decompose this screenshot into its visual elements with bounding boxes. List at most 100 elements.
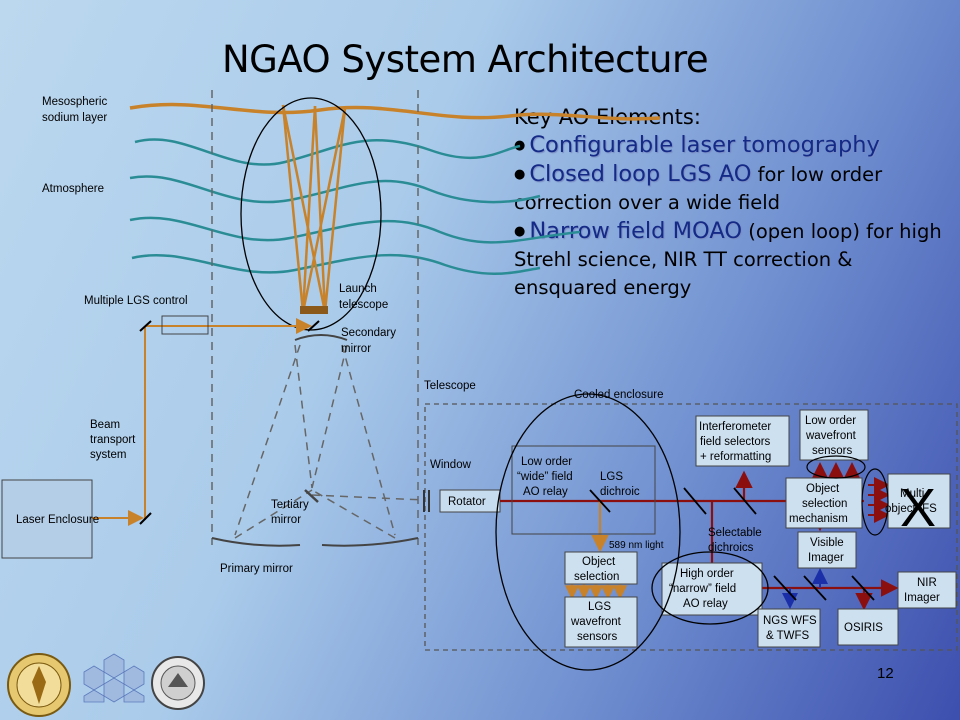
atmosphere-label: Atmosphere — [42, 183, 104, 195]
high-order-relay-label: AO relay — [683, 598, 728, 610]
interferometer-label: + reformatting — [700, 451, 771, 463]
atmosphere-wave — [129, 175, 541, 204]
selectable-dichroics-label: dichroics — [708, 542, 754, 554]
object-selection-mechanism-label: Object — [806, 483, 840, 495]
nir-imager-box — [897, 571, 957, 609]
cross-mark-icon: X — [900, 478, 936, 538]
visible-imager-box — [797, 531, 857, 569]
multi-ifs-label: object IFS — [885, 503, 937, 515]
multi-ifs-label: Multi- — [900, 488, 928, 500]
multi-ifs-box — [887, 473, 951, 529]
tertiary-mirror-label: Tertiary — [271, 499, 309, 511]
bullet-icon: ● — [514, 167, 526, 182]
low-order-wfs-label: wavefront — [805, 430, 857, 442]
atmosphere-wave — [131, 253, 541, 275]
nir-imager-label: NIR — [917, 577, 937, 589]
ngs-wfs-label: NGS WFS — [763, 615, 817, 627]
visible-imager-label: Imager — [808, 552, 844, 564]
interferometer-box — [695, 415, 790, 467]
secondary-mirror — [294, 334, 348, 341]
keck-hex-mirror-icon — [83, 653, 145, 703]
rotator-label: Rotator — [448, 496, 486, 508]
lgs-control-box — [161, 315, 209, 335]
bullet-item: ●Configurable laser tomography — [514, 131, 954, 160]
object-selection-label: selection — [574, 571, 619, 583]
selectable-dichroics-label: Selectable — [708, 527, 762, 539]
low-order-wfs-label: sensors — [812, 445, 853, 457]
object-selection-mechanism-box — [785, 477, 863, 529]
lgs-dichroic-label: LGS — [600, 471, 623, 483]
caltech-seal-icon — [7, 653, 71, 717]
ifs-input-highlight — [861, 468, 889, 536]
nm-light-label: 589 nm light — [609, 540, 664, 551]
slide-number: 12 — [877, 665, 894, 682]
object-selection-mechanism-label: selection — [802, 498, 847, 510]
launch-telescope-label: Launch — [339, 283, 377, 295]
telescope-label: Telescope — [424, 380, 476, 392]
visible-imager-label: Visible — [810, 537, 844, 549]
bullet-highlight: Closed loop LGS AO — [529, 161, 752, 187]
secondary-mirror-label: mirror — [341, 343, 371, 355]
window-label: Window — [430, 459, 472, 471]
launch-telescope — [300, 306, 328, 314]
low-order-relay-box — [511, 445, 656, 535]
lgs-arrows — [564, 584, 628, 600]
cooled-enclosure — [424, 403, 958, 651]
low-order-relay-label: “wide” field — [517, 471, 573, 483]
bullet-item: ●Narrow field MOAO (open loop) for high … — [514, 217, 954, 302]
low-order-wfs-highlight — [806, 455, 866, 479]
bullet-highlight: Configurable laser tomography — [529, 132, 880, 158]
low-order-wfs-label: Low order — [805, 415, 856, 427]
sodium-layer-label: sodium layer — [42, 112, 107, 124]
lgs-dichroic-label: dichroic — [600, 486, 640, 498]
launch-telescope-label: telescope — [339, 299, 388, 311]
beam-mirror — [139, 320, 152, 332]
beam-transport-label: Beam — [90, 419, 120, 431]
bullet-text: for low order correction over a wide fie… — [514, 163, 883, 214]
low-order-relay-label: Low order — [521, 456, 572, 468]
cooled-enclosure-label: Cooled enclosure — [574, 389, 664, 401]
lgs-wfs-box — [564, 596, 638, 648]
osiris-label: OSIRIS — [844, 622, 883, 634]
bullet-item: ●Closed loop LGS AO for low order correc… — [514, 160, 954, 217]
ngs-wfs-label: & TWFS — [766, 630, 810, 642]
lgs-wfs-label: LGS — [588, 601, 611, 613]
object-selection-label: Object — [582, 556, 616, 568]
uc-seal-icon — [151, 656, 205, 710]
tertiary-mirror-label: mirror — [271, 514, 301, 526]
primary-mirror-right — [321, 537, 419, 547]
beam-transport-label: system — [90, 449, 126, 461]
primary-mirror-label: Primary mirror — [220, 563, 293, 575]
beam-transport-label: transport — [90, 434, 136, 446]
high-order-relay-label: “narrow” field — [669, 583, 736, 595]
bullet-icon: ● — [514, 224, 526, 239]
laser-enclosure-label: Laser Enclosure — [16, 514, 99, 526]
sodium-layer-wave — [129, 102, 661, 121]
osiris-box — [837, 608, 899, 646]
object-selection-mechanism-label: mechanism — [789, 513, 848, 525]
atmosphere-wave — [134, 138, 521, 166]
low-order-wfs-box — [799, 409, 869, 461]
high-order-relay-box — [661, 562, 763, 616]
high-order-highlight — [651, 551, 769, 625]
key-elements-list: Key AO Elements: ●Configurable laser tom… — [514, 103, 954, 302]
beam-transport-path — [92, 318, 312, 526]
slide-title: NGAO System Architecture — [222, 38, 709, 81]
low-order-relay-label: AO relay — [523, 486, 568, 498]
beam-mirror — [307, 320, 320, 332]
interferometer-label: Interferometer — [699, 421, 771, 433]
launch-region-highlight — [240, 97, 382, 331]
bullet-text: (open loop) for high Strehl science, NIR… — [514, 220, 942, 299]
interferometer-label: field selectors — [700, 436, 771, 448]
laser-beams — [281, 104, 347, 313]
nir-imager-label: Imager — [904, 592, 940, 604]
telescope-outline — [211, 90, 426, 545]
ngs-wfs-box — [757, 608, 821, 648]
beam-mirror — [139, 512, 152, 525]
secondary-mirror-label: Secondary — [341, 327, 396, 339]
primary-mirror-left — [211, 537, 301, 547]
lgs-wfs-label: wavefront — [570, 616, 622, 628]
tertiary-mirror — [304, 489, 319, 503]
